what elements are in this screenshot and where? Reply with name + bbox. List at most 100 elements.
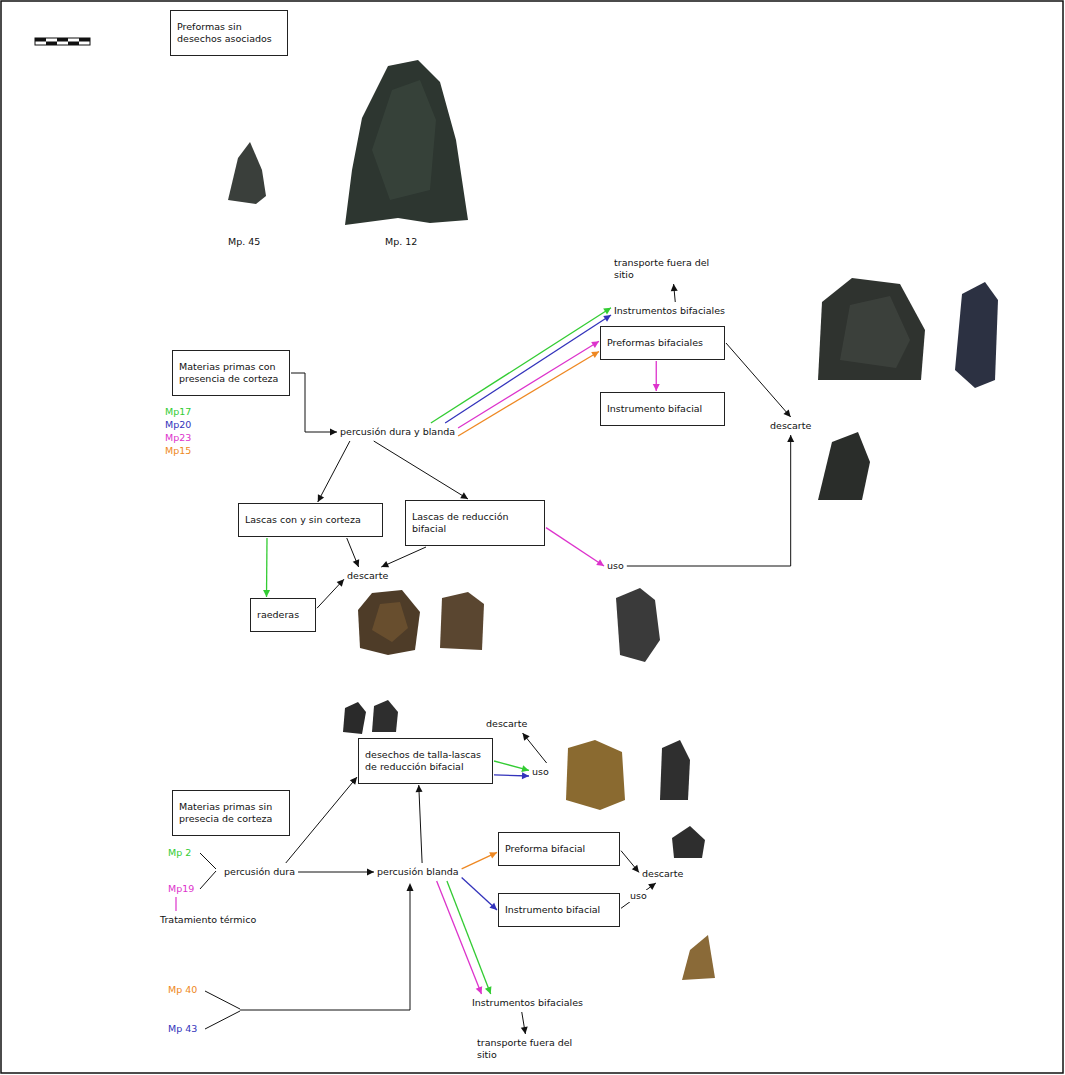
arrow-head: [318, 494, 324, 502]
flow-text: descarte: [484, 716, 529, 732]
flow-arrow: [494, 761, 529, 772]
flow-arrow: [458, 352, 599, 437]
node-text: uso: [607, 560, 624, 572]
flow-arrow: [494, 772, 529, 779]
artifact-photo: [672, 826, 705, 858]
flow-arrow: [458, 341, 599, 428]
artifact-photo: [228, 142, 266, 204]
flow-arrow: [671, 284, 678, 302]
flow-arrow: [347, 538, 359, 567]
flow-text: uso: [605, 558, 626, 574]
arrow-head: [648, 883, 656, 890]
process-box: Materias primas con presencia de corteza: [172, 350, 290, 396]
flow-line: [523, 733, 547, 763]
arrow-head: [367, 869, 374, 876]
artifact-photo: [566, 740, 625, 810]
node-text: desechos de talla-lascas de reducción bi…: [365, 749, 486, 773]
arrow-head: [381, 561, 389, 567]
process-box: Preformas sin desechos asociados: [170, 10, 288, 56]
flow-text: percusión dura: [222, 864, 297, 880]
arrow-head: [476, 986, 483, 994]
flow-text: transporte fuera del sitio: [612, 255, 724, 283]
material-label: Mp20: [165, 419, 191, 431]
arrow-head: [330, 429, 337, 436]
flow-line: [458, 341, 599, 428]
flow-line: [347, 538, 359, 567]
artifact-photo: [345, 60, 468, 225]
material-label: Tratamiento térmico: [160, 914, 256, 926]
process-box: Lascas con y sin corteza: [238, 503, 383, 537]
node-text: Materias primas con presencia de corteza: [179, 361, 283, 385]
flow-arrow: [291, 373, 337, 436]
artifact-photo: [682, 935, 715, 980]
material-label: Mp. 12: [385, 236, 417, 248]
scale-bar-outline: [35, 38, 90, 45]
material-label: Mp17: [165, 406, 191, 418]
flow-line: [462, 878, 497, 910]
flow-arrow: [437, 881, 483, 994]
scale-bar-segment: [79, 38, 90, 42]
artifact-photo: [955, 282, 998, 388]
flow-line: [437, 881, 482, 994]
flow-text: Instrumentos bifaciales: [612, 303, 727, 319]
arrow-head: [521, 1027, 528, 1034]
arrow-head: [671, 284, 678, 291]
flow-arrow: [627, 435, 794, 566]
scale-bar-segment: [68, 42, 79, 46]
arrow-head: [416, 785, 423, 792]
flow-line: [317, 579, 344, 608]
artifact-photo: [660, 740, 690, 800]
node-text: percusión dura: [224, 866, 295, 878]
artifact-photo: [818, 432, 870, 500]
node-text: Preforma bifacial: [505, 843, 613, 855]
scale-bar: [35, 38, 90, 45]
artifact-photo: [616, 588, 660, 662]
artifact-photo: [818, 278, 925, 380]
node-text: descarte: [486, 718, 527, 730]
arrow-head: [591, 352, 599, 359]
flow-arrow: [447, 881, 492, 994]
flow-line: [445, 315, 611, 423]
arrow-head: [485, 986, 492, 994]
scale-bar-segment: [57, 38, 68, 42]
scale-bar-segment: [46, 42, 57, 46]
flow-arrow: [621, 851, 639, 873]
material-label: Mp 2: [168, 847, 191, 859]
flow-arrow: [318, 441, 350, 502]
flow-arrow: [653, 361, 660, 391]
material-label: Mp19: [168, 883, 194, 895]
flow-line: [458, 352, 599, 437]
arrow-head: [489, 903, 497, 910]
flow-arrow: [263, 538, 270, 597]
flow-line: [621, 851, 639, 873]
node-text: Preformas sin desechos asociados: [177, 21, 281, 45]
node-text: descarte: [770, 420, 811, 432]
edge-label: uso: [628, 890, 649, 902]
flow-arrow: [546, 528, 604, 566]
node-text: Instrumento bifacial: [505, 904, 613, 916]
flow-line: [627, 435, 791, 566]
flow-text: percusión blanda: [375, 864, 461, 880]
node-text: raederas: [257, 609, 309, 621]
process-box: Preforma bifacial: [498, 832, 620, 866]
node-text: transporte fuera del sitio: [614, 257, 722, 281]
node-text: Preformas bifaciales: [607, 337, 718, 349]
material-label: Mp23: [165, 432, 191, 444]
artifact-texture: [840, 296, 910, 368]
flow-arrow: [523, 733, 547, 763]
flow-text: transporte fuera del sitio: [475, 1035, 587, 1063]
flow-arrow: [381, 547, 426, 567]
process-box: Instrumento bifacial: [498, 893, 620, 927]
process-box: raederas: [250, 598, 316, 632]
flow-line: [462, 852, 497, 868]
bracket: [200, 853, 216, 889]
arrow-head: [523, 733, 530, 741]
flow-line: [726, 343, 791, 417]
process-box: Instrumento bifacial: [600, 392, 725, 426]
flow-line: [291, 373, 337, 432]
material-label: Mp 40: [168, 984, 197, 996]
node-text: descarte: [642, 868, 683, 880]
flow-line: [266, 538, 268, 597]
flow-text: uso: [530, 764, 551, 780]
